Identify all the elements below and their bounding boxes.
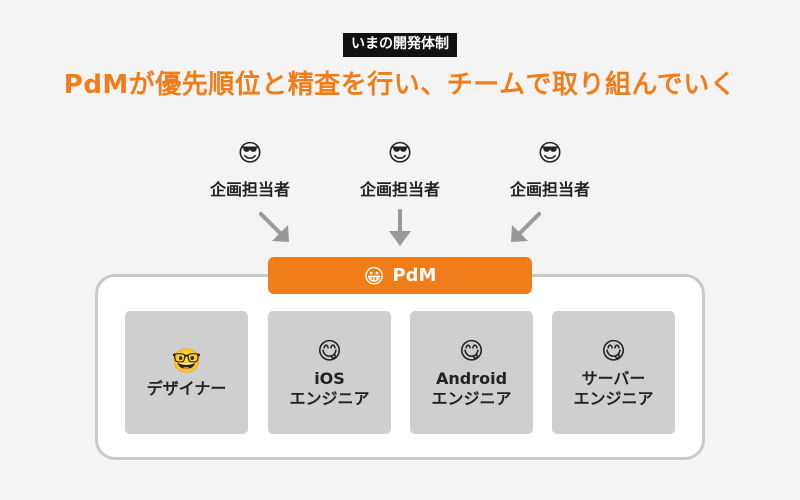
arrow-down-right-icon (259, 212, 289, 242)
member-label: Android エンジニア (431, 368, 512, 408)
arrow-down-icon (389, 209, 411, 246)
planner-2: 😎 企画担当者 (340, 138, 460, 200)
yummy-face-icon: 😋 (316, 336, 343, 365)
member-label: デザイナー (146, 378, 227, 398)
planner-1: 😎 企画担当者 (190, 138, 310, 200)
headline: PdMが優先順位と精査を行い、チームで取り組んでいく (63, 70, 737, 100)
yummy-face-icon: 😋 (600, 336, 627, 365)
nerd-face-icon: 🤓 (171, 346, 202, 375)
pdm-bar: 😀 PdM (268, 257, 532, 294)
section-tag: いまの開発体制 (343, 33, 457, 57)
yummy-face-icon: 😋 (458, 336, 485, 365)
pdm-label: PdM (392, 265, 437, 286)
planner-label: 企画担当者 (209, 180, 290, 199)
planner-label: 企画担当者 (509, 180, 590, 199)
grinning-face-icon: 😀 (363, 263, 385, 288)
planner-label: 企画担当者 (359, 180, 440, 199)
sunglasses-face-icon: 😎 (237, 139, 263, 167)
arrow-down-left-icon (511, 212, 541, 242)
member-card-server-engineer: 😋 サーバー エンジニア (552, 311, 675, 434)
member-card-ios-engineer: 😋 iOS エンジニア (268, 311, 391, 434)
member-card-designer: 🤓 デザイナー (125, 311, 248, 434)
planner-3: 😎 企画担当者 (490, 138, 610, 200)
member-label: サーバー エンジニア (573, 368, 654, 408)
sunglasses-face-icon: 😎 (537, 139, 563, 167)
sunglasses-face-icon: 😎 (387, 139, 413, 167)
member-label: iOS エンジニア (289, 368, 370, 408)
member-card-android-engineer: 😋 Android エンジニア (410, 311, 533, 434)
